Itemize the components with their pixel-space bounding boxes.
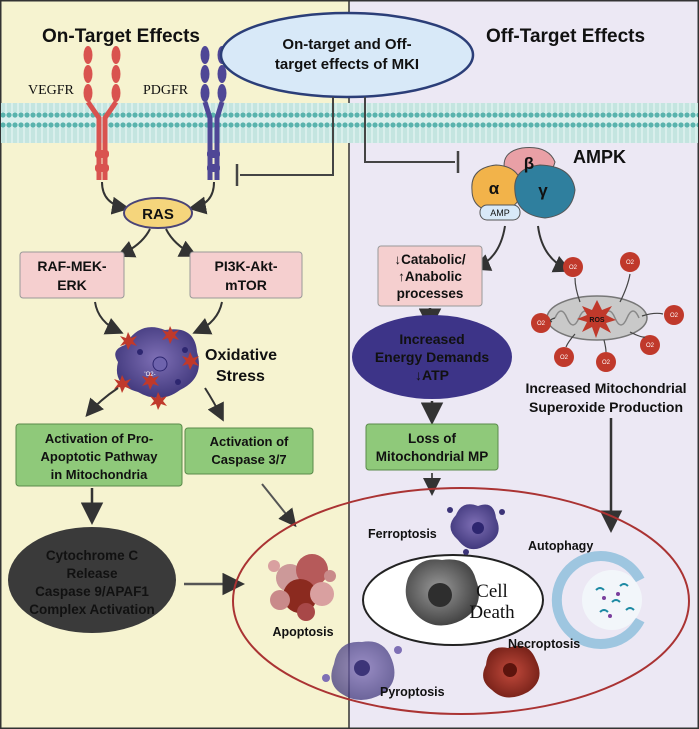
cyto-line1: Cytochrome C	[46, 548, 139, 563]
proapop-line3: in Mitochondria	[51, 467, 149, 482]
cyto-line3: Caspase 9/APAF1	[35, 584, 149, 599]
caspase-box	[184, 427, 314, 475]
cell-membrane	[1, 103, 698, 143]
inhibit-line-right	[364, 97, 455, 163]
arrow-ox-casp	[204, 387, 224, 422]
casp-line2: Caspase 3/7	[211, 452, 286, 467]
catab-line2: ↑Anabolic	[398, 269, 462, 284]
oxidative-line2: Stress	[216, 368, 265, 385]
autophagy-label: Autophagy	[528, 539, 593, 553]
vegfr-receptor	[83, 46, 121, 180]
vegfr-label: VEGFR	[28, 83, 75, 98]
ampk-title: AMPK	[573, 147, 626, 167]
ras-node	[123, 197, 193, 229]
loss-line1: Loss of	[408, 431, 457, 446]
pyroptosis-icon	[322, 641, 402, 700]
inhibit-line-left	[240, 97, 334, 176]
autophagy-icon	[551, 551, 645, 649]
cyto-line4: Complex Activation	[29, 602, 155, 617]
raf-line1: RAF-MEK-	[37, 258, 107, 274]
left-panel-title: On-Target Effects	[42, 26, 200, 47]
o2-label-7: O2	[646, 343, 655, 349]
casp-line1: Activation of	[210, 434, 289, 449]
mito-line1: Increased Mitochondrial	[525, 380, 686, 396]
energy-line2: Energy Demands	[375, 349, 490, 365]
cytochrome-oval	[8, 527, 176, 633]
mki-title-line1: On-target and Off-	[282, 36, 411, 53]
mki-title-line2: target effects of MKI	[275, 56, 419, 73]
pyroptosis-label: Pyroptosis	[380, 685, 445, 699]
raf-line2: ERK	[57, 277, 87, 293]
proapop-line2: Apoptotic Pathway	[40, 449, 158, 464]
necrotic-cell-icon	[405, 559, 479, 626]
arrow-ox-proapop	[85, 387, 119, 418]
catabolic-box	[377, 245, 483, 307]
mki-oval	[219, 11, 475, 99]
ros-label: ROS	[589, 317, 605, 324]
amp-label: AMP	[490, 208, 510, 218]
o2-label-3: O2	[537, 321, 546, 327]
ras-label: RAS	[142, 206, 174, 223]
cell-death-line2: Death	[469, 602, 515, 623]
energy-line1: Increased	[399, 331, 464, 347]
right-panel-title: Off-Target Effects	[486, 26, 645, 47]
loss-mmp-box	[365, 423, 499, 471]
raf-mek-erk-box	[19, 251, 125, 299]
ampk-beta: β	[524, 154, 534, 173]
apoptosis-label: Apoptosis	[272, 625, 333, 639]
mito-line2: Superoxide Production	[529, 399, 683, 415]
arrow-vegfr-ras	[101, 181, 130, 215]
pdgfr-receptor	[200, 46, 227, 180]
ampk-gamma: γ	[538, 181, 548, 200]
pi3k-akt-mtor-box	[189, 251, 303, 299]
apoptosis-icon	[268, 554, 336, 621]
o2-label-2: O2	[626, 260, 635, 266]
ampk-complex	[471, 147, 576, 219]
o2-label-6: O2	[602, 360, 611, 366]
arrow-raf-ox	[94, 301, 124, 335]
catab-line1: ↓Catabolic/	[394, 252, 466, 267]
superoxide-labels: O2 O2 O2 O2 O2 O2 O2	[537, 260, 679, 366]
arrow-pi3k-ox	[192, 301, 223, 335]
ampk-alpha: α	[489, 179, 500, 198]
o2-label-1: O2	[569, 265, 578, 271]
proapoptotic-box	[15, 423, 183, 487]
oxidative-stress-cell	[114, 326, 199, 410]
amp-pill	[479, 204, 521, 221]
o2-label-5: O2	[560, 355, 569, 361]
catab-line3: processes	[397, 286, 464, 301]
loss-line2: Mitochondrial MP	[376, 449, 489, 464]
arrow-casp-death	[261, 483, 297, 528]
necroptosis-label: Necroptosis	[508, 637, 580, 651]
ros-mark-label: 'O2-	[144, 372, 155, 378]
superoxide-particles	[531, 252, 684, 372]
cyto-line2: Release	[66, 566, 118, 581]
energy-oval	[352, 315, 512, 399]
ferroptosis-icon	[447, 504, 505, 555]
superoxide-arrows	[549, 273, 664, 353]
mitochondrion	[546, 295, 648, 341]
pi3k-line2: mTOR	[225, 277, 267, 293]
proapop-line1: Activation of Pro-	[45, 431, 153, 446]
pi3k-line1: PI3K-Akt-	[214, 258, 277, 274]
arrow-pdgfr-ras	[188, 181, 215, 215]
energy-line3: ↓ATP	[415, 367, 449, 383]
cell-death-line1: Cell	[476, 581, 508, 602]
o2-label-4: O2	[670, 313, 679, 319]
ferroptosis-label: Ferroptosis	[368, 527, 437, 541]
necroptosis-icon	[483, 645, 540, 698]
pdgfr-label: PDGFR	[143, 83, 189, 98]
cell-death-ring	[232, 487, 690, 715]
oxidative-line1: Oxidative	[205, 347, 277, 364]
